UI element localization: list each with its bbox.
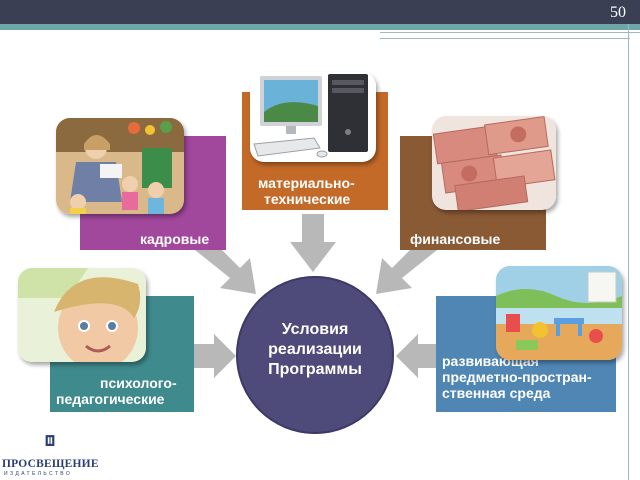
center-circle (236, 276, 394, 434)
right-rule (628, 24, 629, 480)
center-title-line-3: Программы (268, 361, 362, 378)
header-rule (380, 32, 640, 33)
photo-computer (250, 72, 376, 162)
arrow-left-icon (194, 334, 236, 378)
photo-teacher-children (56, 118, 184, 214)
condition-label-psych-2: педагогические (56, 391, 165, 407)
header-bar (0, 0, 640, 24)
center-title-line-2: реализации (268, 341, 362, 358)
center-title: Условия реализации Программы (236, 320, 394, 380)
condition-label-env-3: ственная среда (442, 385, 551, 401)
header-rule-2 (380, 38, 630, 39)
header-accent-stripe (0, 24, 640, 30)
photo-money (432, 116, 556, 210)
condition-label-env-2: предметно-простран- (442, 369, 592, 385)
publisher-name: ПРОСВЕЩЕНИЕ (2, 458, 99, 470)
page-number: 50 (610, 4, 626, 21)
publisher-logo-icon (45, 435, 55, 446)
condition-label-material-2: технические (264, 191, 351, 207)
photo-playroom (496, 266, 622, 360)
photo-child (18, 268, 146, 362)
center-title-line-1: Условия (281, 321, 349, 338)
condition-label-staff: кадровые (140, 231, 210, 247)
publisher-subtitle: ИЗДАТЕЛЬСТВО (4, 471, 73, 477)
arrow-top-icon (290, 214, 336, 272)
condition-label-psych-1: психолого- (100, 375, 177, 391)
condition-label-finance: финансовые (410, 231, 501, 247)
arrow-right-icon (396, 334, 438, 378)
condition-label-material-1: материально- (258, 175, 355, 191)
